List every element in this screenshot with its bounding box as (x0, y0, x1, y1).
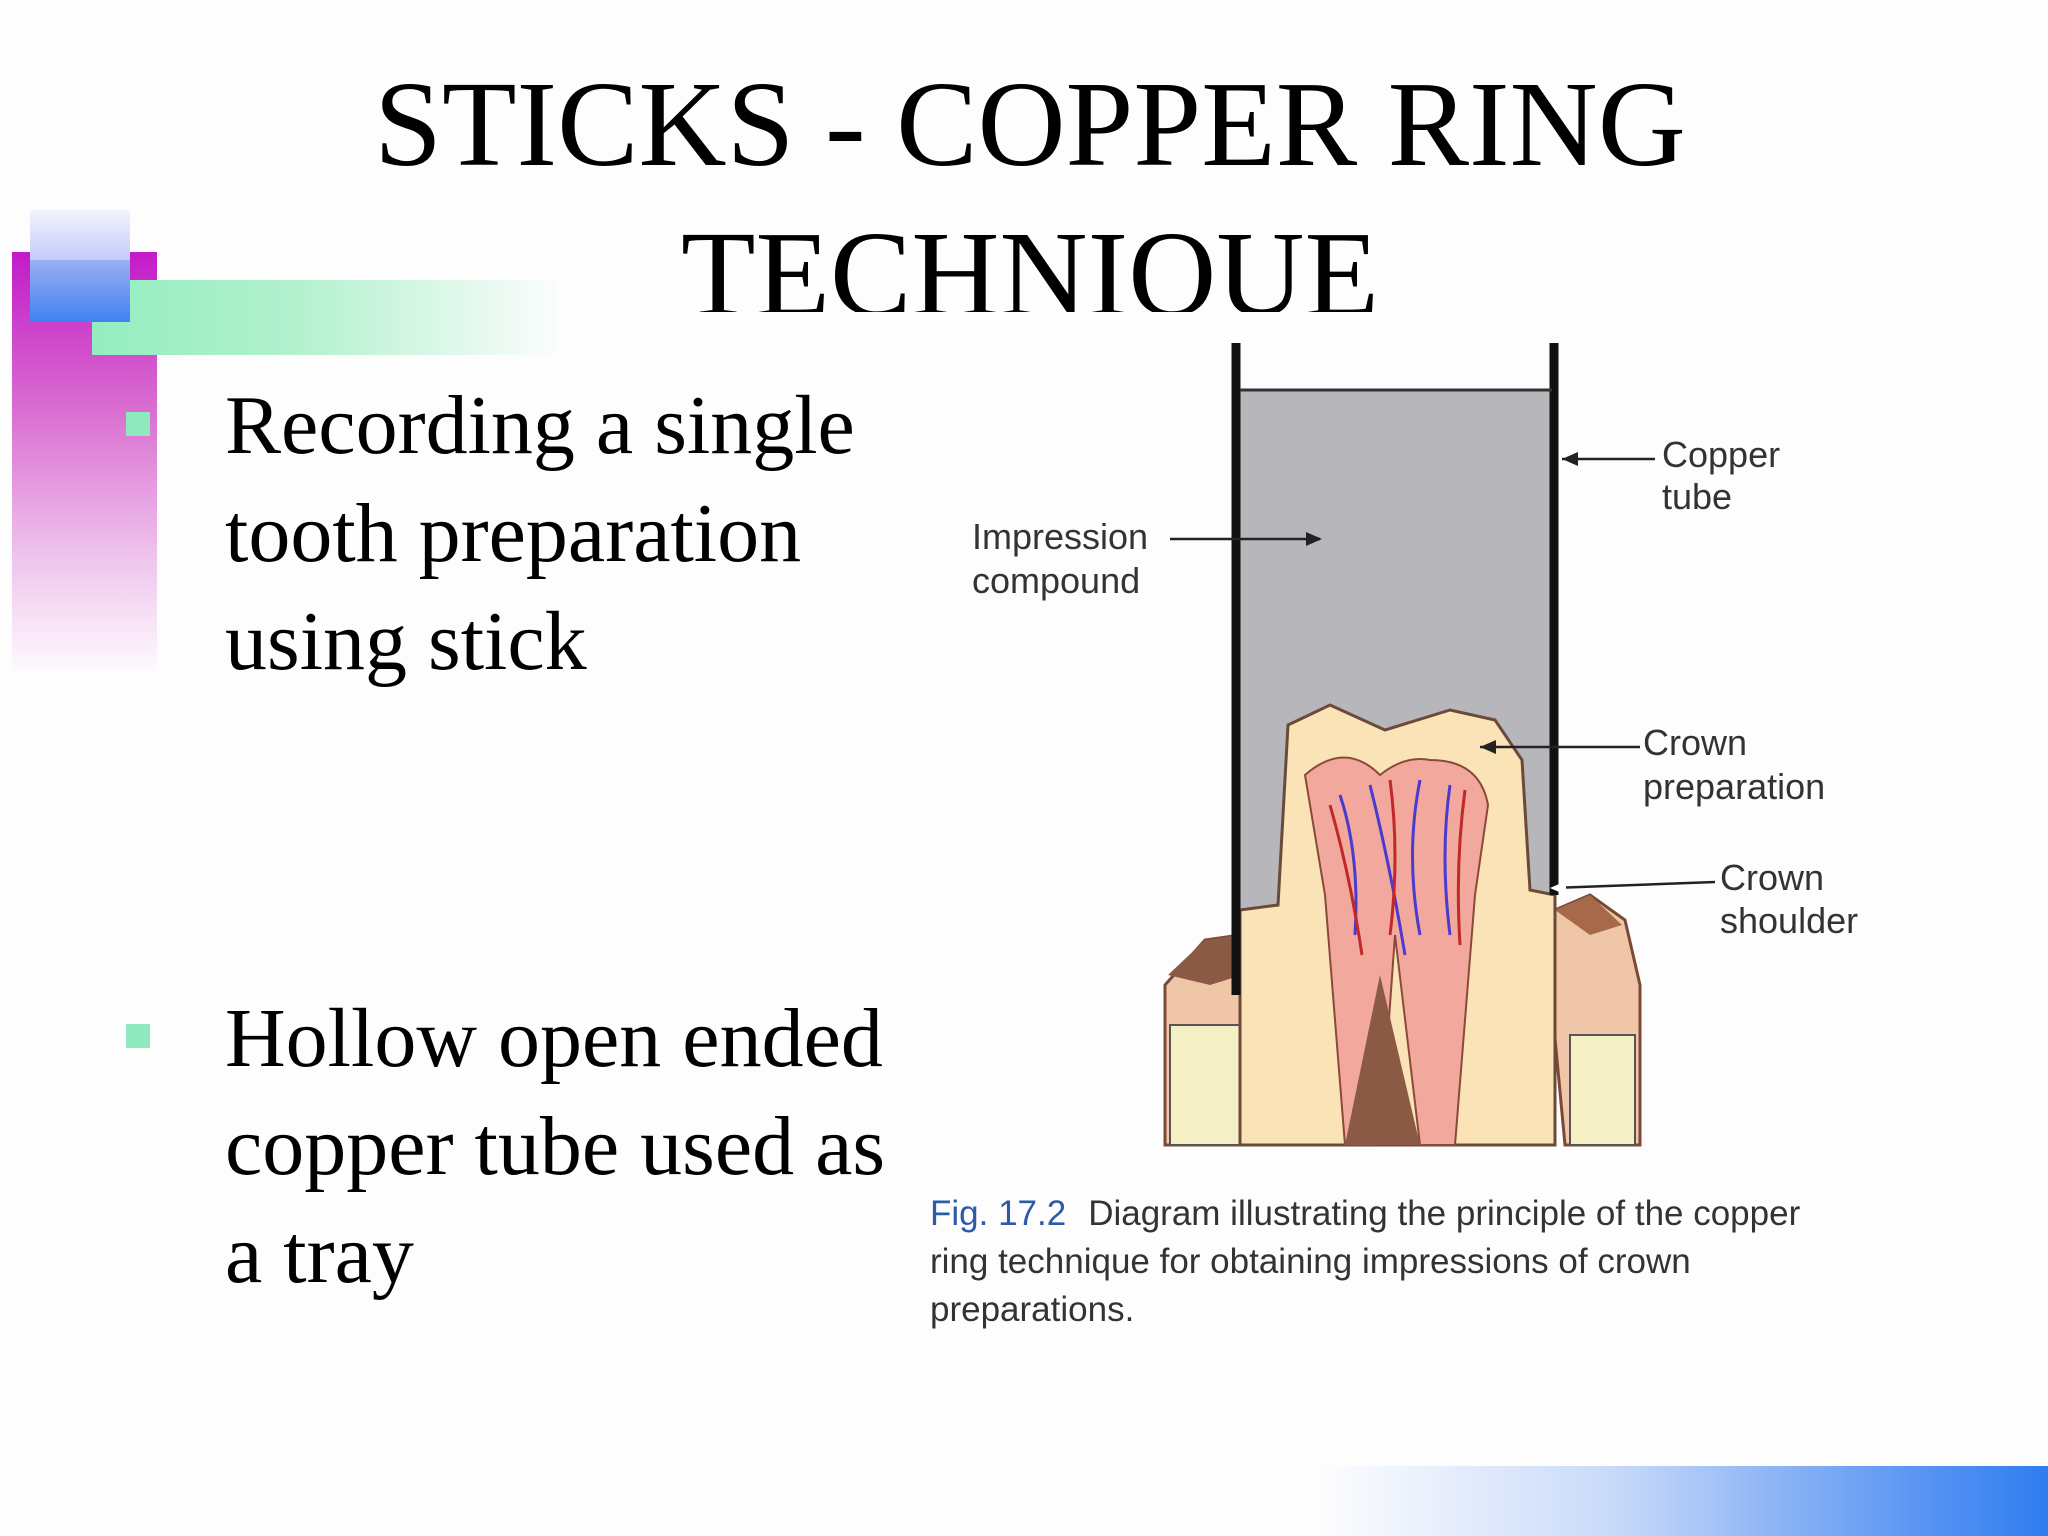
arrowhead-crown-preparation (1480, 740, 1496, 754)
gingiva-left-edge (1168, 935, 1242, 985)
bullet-1-text: Recording a single tooth preparation usi… (225, 372, 915, 696)
arrow-crown-shoulder (1551, 880, 1716, 890)
bullet-2-line-2: copper tube used as (225, 1100, 886, 1193)
decorative-green-bar (92, 280, 562, 355)
label-crown-preparation-1: Crown (1643, 722, 1747, 763)
decorative-blue-square-highlight (30, 210, 130, 260)
label-crown-preparation-2: preparation (1643, 766, 1825, 807)
caption-line-3: preparations. (930, 1290, 1135, 1329)
label-copper-tube-1: Copper (1662, 434, 1780, 475)
caption-line-2: ring technique for obtaining impressions… (930, 1242, 1691, 1281)
slide-title: STICKS - COPPER RING TECHNIQUE (374, 57, 1686, 312)
label-copper-tube-2: tube (1662, 476, 1732, 517)
blood-vessels-red (1328, 779, 1467, 956)
bone-left (1169, 1024, 1251, 1146)
bullet-2-line-3: a tray (225, 1208, 414, 1301)
arrowhead-crown-shoulder (1550, 881, 1566, 895)
blood-vessels (1338, 779, 1452, 956)
label-crown-shoulder-2: shoulder (1720, 900, 1858, 941)
bullet-1-line-3: using stick (225, 595, 587, 688)
bullet-1-line-2: tooth preparation (225, 487, 802, 580)
gingiva-right-edge (1555, 895, 1622, 935)
bone-right (1569, 1034, 1636, 1146)
bullet-marker (126, 1024, 150, 1048)
caption-line-1: Fig. 17.2 Diagram illustrating the princi… (930, 1190, 1930, 1238)
bullet-2-text: Hollow open ended copper tube used as a … (225, 985, 925, 1309)
caption-text-1: Diagram illustrating the principle of th… (1088, 1194, 1801, 1233)
tooth-pulp (1303, 756, 1490, 1146)
bullet-2-line-1: Hollow open ended (225, 992, 883, 1085)
bullet-1-line-1: Recording a single (225, 379, 855, 472)
arrowhead-copper-tube (1562, 452, 1578, 466)
label-impression-compound-2: compound (972, 560, 1140, 601)
arrowhead-impression-compound (1306, 532, 1322, 546)
decorative-bottom-gradient-bar (1320, 1466, 2048, 1536)
diagram-svg: Copper tube Impression compound Crown pr… (972, 343, 1858, 1147)
copper-ring-diagram: Copper tube Impression compound Crown pr… (950, 335, 1950, 1155)
bullet-marker (126, 412, 150, 436)
figure-number: Fig. 17.2 (930, 1194, 1067, 1233)
title-container: STICKS - COPPER RING TECHNIQUE (200, 50, 1860, 312)
label-impression-compound-1: Impression (972, 516, 1148, 557)
root-canal-dark (1345, 975, 1420, 1145)
figure-caption: Fig. 17.2 Diagram illustrating the princi… (930, 1190, 1930, 1334)
label-crown-shoulder-1: Crown (1720, 857, 1824, 898)
